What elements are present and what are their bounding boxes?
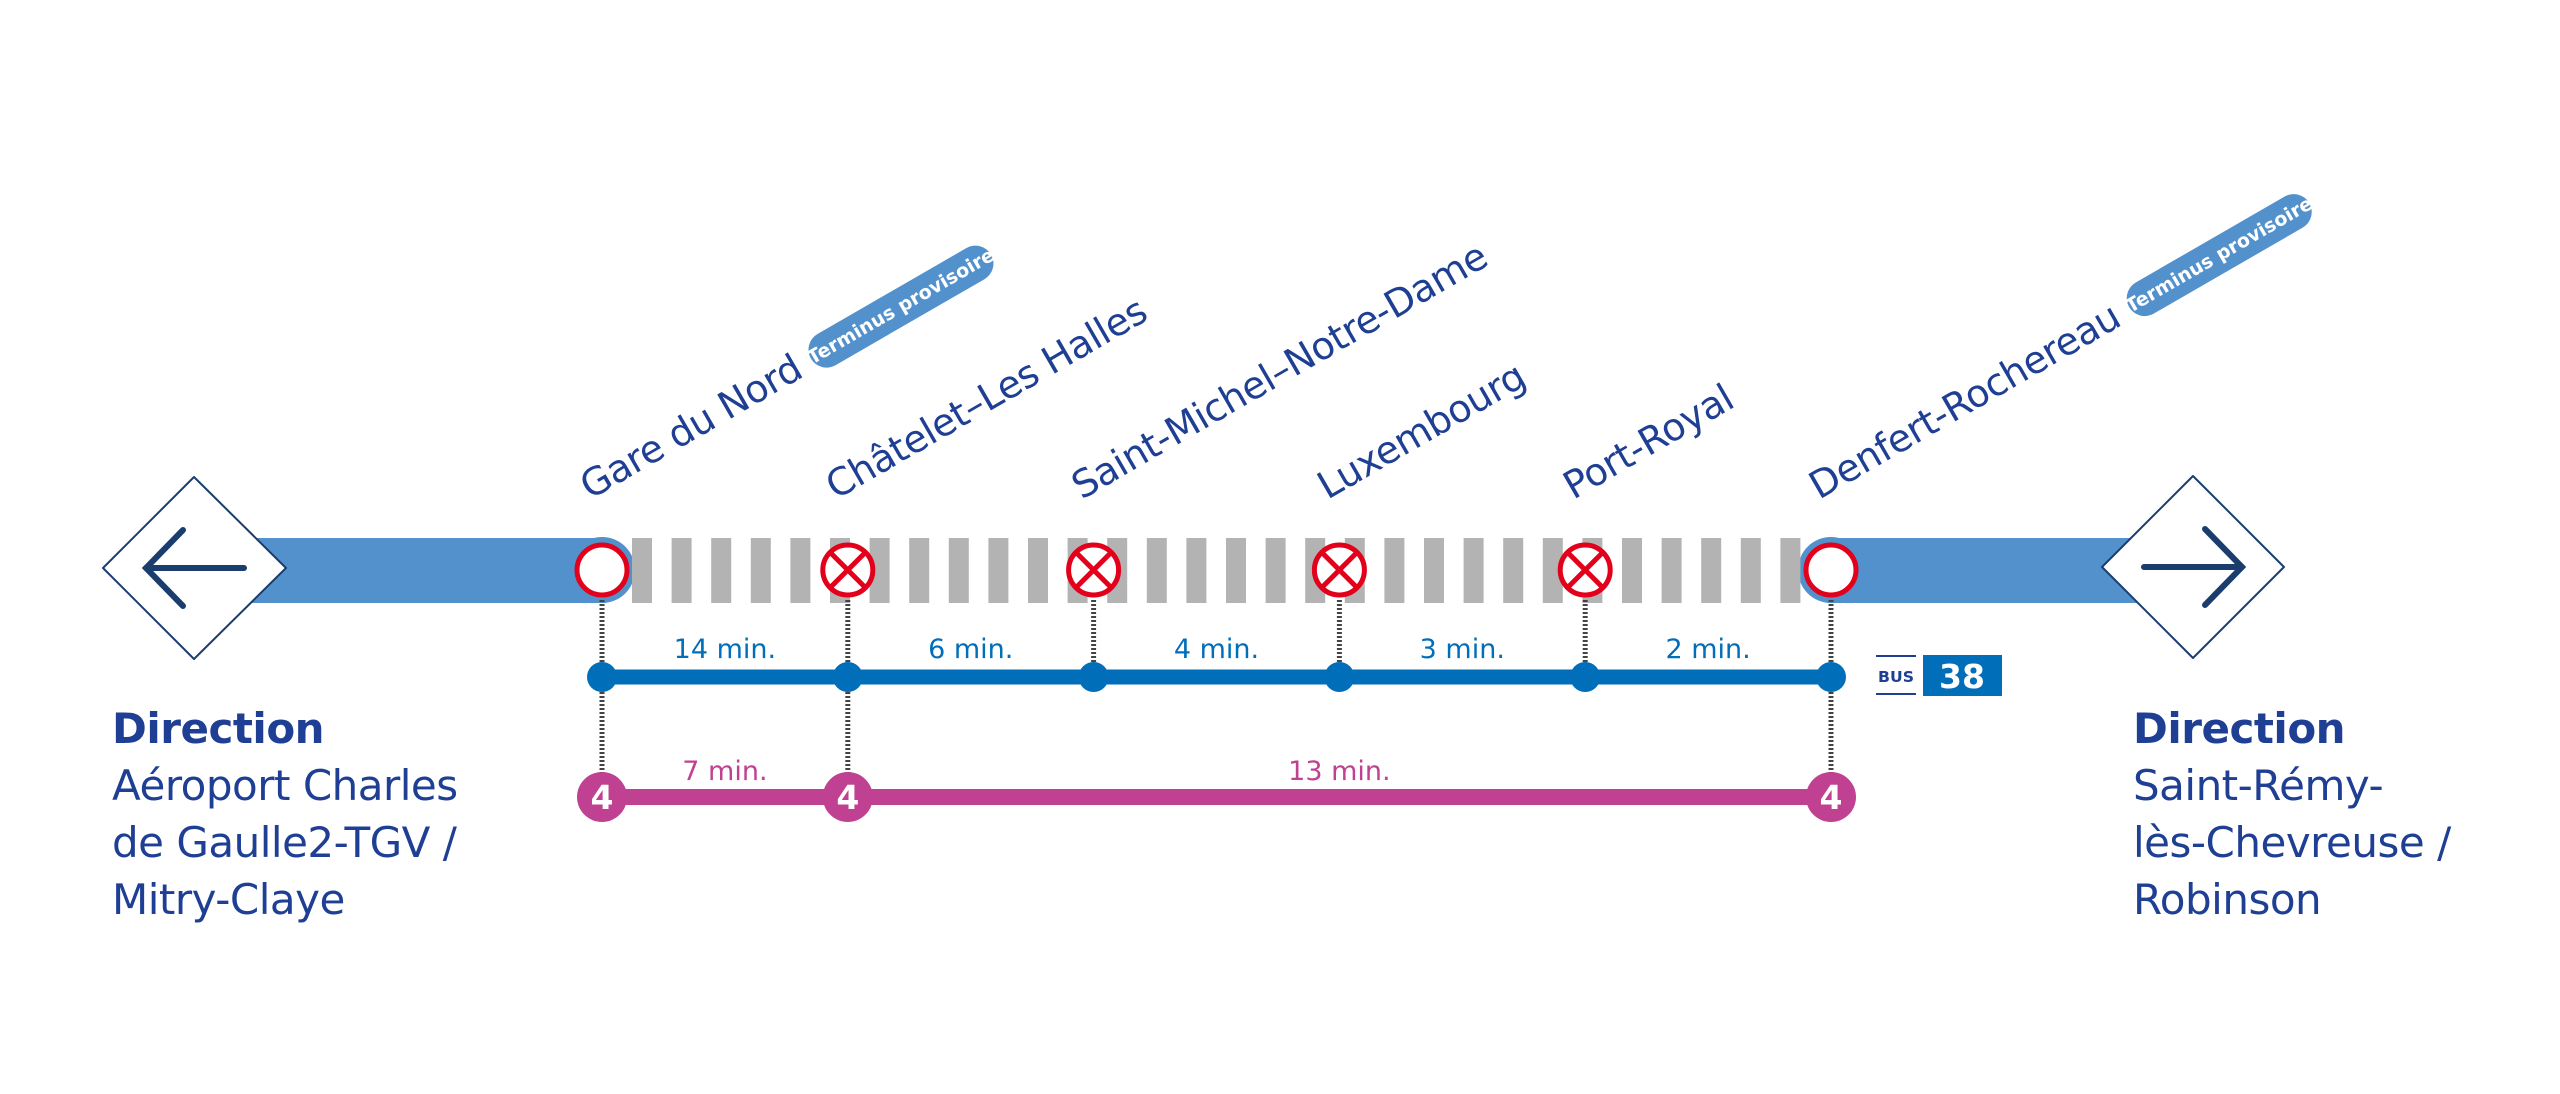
direction-left-text: Direction Aéroport Charles de Gaulle2-TG… — [112, 700, 458, 928]
bus-travel-time: 3 min. — [1420, 634, 1505, 665]
station-label-group: Luxembourg — [1310, 354, 1533, 508]
direction-left-line: de Gaulle2-TGV / — [112, 818, 457, 867]
closed-section-dash — [711, 538, 732, 603]
bus-38-badge: BUS 38 — [1876, 655, 2002, 696]
stations — [574, 542, 1859, 598]
bus-stop-dot — [1078, 662, 1109, 692]
terminus-provisoire-badge: Terminus provisoire — [2122, 193, 2317, 318]
badge-pill — [808, 245, 994, 368]
bus-travel-time: 4 min. — [1174, 634, 1259, 665]
direction-left-line: Mitry-Claye — [112, 875, 345, 924]
arrow-right-icon — [2141, 526, 2247, 608]
station-label-group: Port-Royal — [1556, 376, 1741, 508]
bus-stop-dot — [1816, 662, 1846, 692]
station-closed-icon — [1557, 542, 1613, 598]
badge-label: Terminus provisoire — [804, 244, 999, 369]
bus-stop-dot — [1324, 662, 1355, 692]
direction-left-line: Aéroport Charles — [112, 761, 458, 810]
closed-section-dash — [909, 538, 930, 603]
closed-section — [632, 538, 1801, 603]
band-left — [240, 538, 606, 603]
terminus-provisoire-badge: Terminus provisoire — [804, 244, 999, 369]
station-name: Luxembourg — [1310, 354, 1533, 508]
closed-section-dash — [750, 538, 771, 603]
bus-number-box — [1923, 655, 2002, 696]
station-ring — [1803, 542, 1859, 598]
direction-right-line: lès-Chevreuse / — [2133, 818, 2451, 867]
metro-travel-time: 7 min. — [682, 756, 767, 787]
direction-left-title: Direction — [112, 704, 325, 753]
metro-travel-time: 13 min. — [1288, 756, 1390, 787]
connectors — [599, 600, 1834, 775]
closed-section-dash — [1028, 538, 1048, 603]
direction-right-line: Robinson — [2133, 875, 2322, 924]
closed-section-dash — [632, 538, 652, 603]
station-closed-icon — [1066, 542, 1122, 598]
closed-section-dash — [1384, 538, 1405, 603]
badge-pill — [2126, 194, 2312, 317]
arrow-left-icon — [141, 527, 247, 609]
closed-section-dash — [671, 538, 692, 603]
closed-section-dash — [1146, 538, 1167, 603]
rer-line-band — [240, 537, 2146, 603]
closed-cross — [1320, 550, 1359, 590]
closed-section-dash — [1780, 538, 1801, 603]
station-name: Denfert-Rochereau — [1802, 294, 2128, 508]
closed-cross — [1565, 550, 1605, 590]
bus-stop-dot — [1570, 662, 1601, 692]
closed-section-dash — [988, 538, 1009, 603]
closed-section-dash — [1701, 538, 1722, 603]
metro-4-stop — [1806, 772, 1856, 822]
closed-section-dash — [1622, 538, 1642, 603]
closed-section-dash — [1186, 538, 1207, 603]
closed-section-dash — [1463, 538, 1484, 603]
station-open-icon — [1803, 542, 1859, 598]
station-closed-icon — [820, 542, 876, 598]
station-open-icon — [574, 542, 630, 598]
station-closed-icon — [1311, 542, 1367, 598]
direction-right-title: Direction — [2133, 704, 2346, 753]
bus-travel-time: 6 min. — [928, 634, 1013, 665]
station-name: Saint-Michel–Notre-Dame — [1064, 234, 1495, 508]
closed-section-dash — [1503, 538, 1524, 603]
station-name: Gare du Nord — [573, 346, 810, 508]
direction-right-text: Direction Saint-Rémy- lès-Chevreuse / Ro… — [2133, 700, 2451, 928]
band-right — [1827, 538, 2146, 603]
direction-right-button[interactable] — [2101, 475, 2285, 659]
metro-4-stop — [577, 772, 627, 822]
station-label-group: Saint-Michel–Notre-Dame — [1064, 234, 1495, 508]
closed-section-dash — [1542, 538, 1563, 603]
metro-line: 7 min. 13 min. 4 4 4 — [577, 756, 1856, 822]
badge-label: Terminus provisoire — [2122, 193, 2317, 318]
bus-stop-dot — [832, 662, 863, 692]
closed-section-dash — [1661, 538, 1682, 603]
direction-left-button[interactable] — [102, 476, 287, 660]
metro-4-number: 4 — [1820, 778, 1843, 817]
bus-stop-dot — [587, 662, 617, 692]
closed-section-dash — [948, 538, 969, 603]
bus-line: 14 min. 6 min. 4 min. 3 min. 2 min. — [587, 634, 1846, 692]
metro-4-number: 4 — [836, 778, 859, 817]
closed-section-dash — [1265, 538, 1286, 603]
metro-4-number: 4 — [591, 778, 614, 817]
bus-travel-time: 14 min. — [674, 634, 776, 665]
closed-cross — [1074, 550, 1113, 590]
bus-mode-label: BUS — [1878, 668, 1914, 686]
station-ring — [574, 542, 630, 598]
direction-right-line: Saint-Rémy- — [2133, 761, 2384, 810]
closed-section-dash — [1740, 538, 1761, 603]
bus-number: 38 — [1939, 657, 1985, 696]
station-name: Port-Royal — [1556, 376, 1741, 508]
bus-travel-time: 2 min. — [1665, 634, 1750, 665]
closed-section-dash — [1226, 538, 1246, 603]
metro-4-stop — [822, 772, 873, 822]
closed-section-dash — [1424, 538, 1444, 603]
closed-cross — [828, 550, 868, 590]
closed-section-dash — [869, 538, 890, 603]
closed-section-dash — [790, 538, 811, 603]
